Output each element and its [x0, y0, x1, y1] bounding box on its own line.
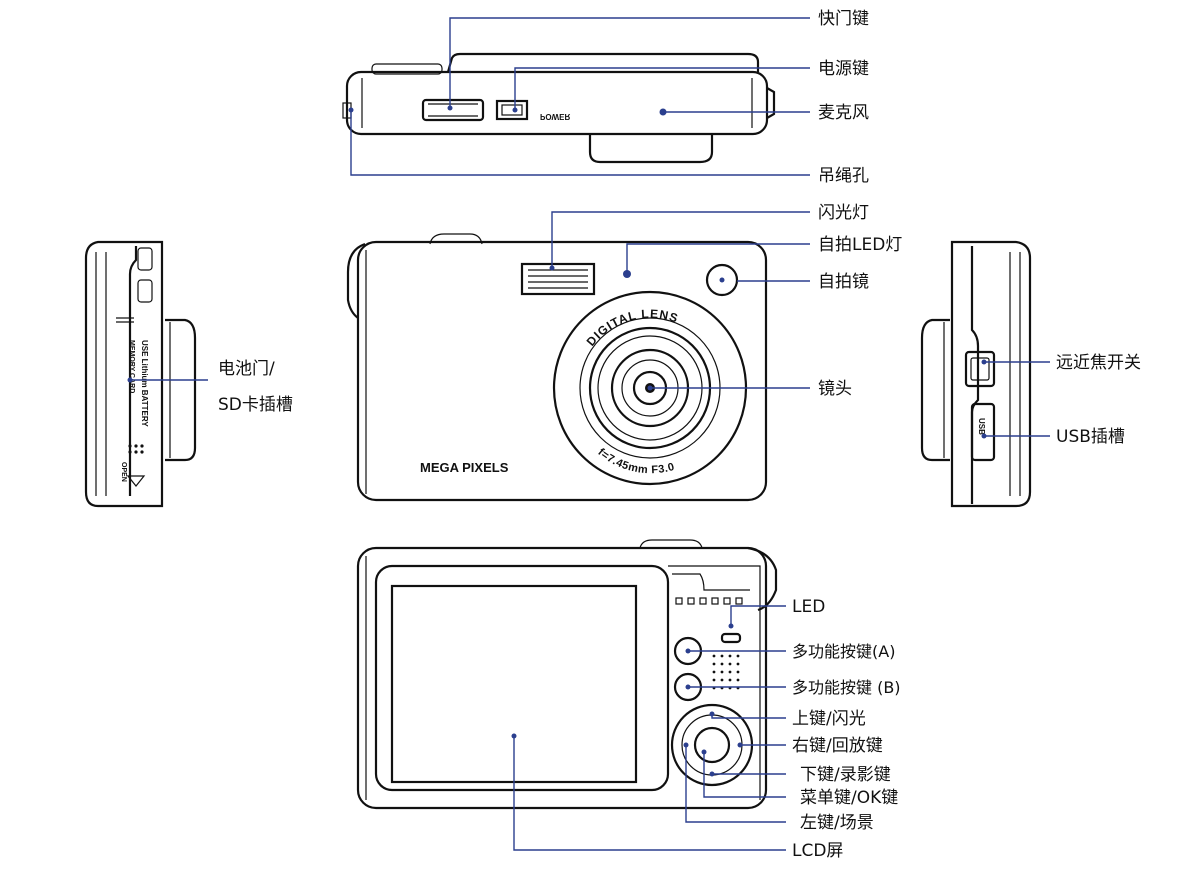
card-print: MEMORY CARD: [128, 340, 135, 393]
zoom-switch-shape: [964, 350, 996, 388]
power-print: POWER: [540, 112, 570, 121]
camera-top-view: POWER 快门键 电源键 麦克风 吊绳孔: [342, 9, 869, 186]
speaker-grille: [712, 654, 740, 690]
self-portrait-mirror: [705, 263, 739, 297]
label-strap-hole: 吊绳孔: [818, 166, 869, 186]
label-sd-slot: SD卡插槽: [218, 395, 293, 415]
label-flash: 闪光灯: [818, 203, 869, 223]
menu-ok-button: [693, 726, 731, 764]
flash-window: [520, 262, 596, 296]
label-zoom-switch: 远近焦开关: [1056, 353, 1141, 373]
usb-print: USB: [977, 418, 986, 435]
usb-slot-shape: [970, 402, 996, 462]
label-battery-door: 电池门/: [218, 359, 275, 379]
label-down-key: 下键/录影键: [800, 765, 891, 785]
label-shutter: 快门键: [818, 9, 869, 29]
label-mic: 麦克风: [818, 103, 869, 123]
label-self-timer-led: 自拍LED灯: [818, 235, 902, 255]
label-lens: 镜头: [818, 379, 852, 399]
label-usb-slot: USB插槽: [1056, 427, 1125, 447]
open-print: OPEN: [120, 462, 127, 482]
battery-print: USE Lithium BATTERY: [140, 340, 149, 427]
label-right-key: 右键/回放键: [792, 736, 883, 756]
label-multi-button-b: 多功能按键 (B): [792, 678, 901, 697]
camera-front-view: DIGITAL LENS f=7.45mm F3.0 MEGA PIXELS 闪…: [346, 203, 902, 502]
shutter-button-shape: [421, 98, 485, 122]
label-self-mirror: 自拍镜: [818, 272, 869, 292]
power-button-shape: [495, 99, 529, 121]
label-power: 电源键: [818, 59, 869, 79]
camera-right-side-view: USB 远近焦开关 USB插槽: [920, 240, 1141, 508]
label-led: LED: [792, 597, 825, 617]
camera-back-view: LED 多功能按键(A) 多功能按键 (B) 上键/闪光 右键/回放键 下键/录…: [356, 539, 901, 861]
label-menu-key: 菜单键/OK键: [800, 788, 898, 808]
label-left-key: 左键/场景: [800, 813, 874, 833]
mega-pixels-print: MEGA PIXELS: [420, 460, 509, 475]
focal-print: f=7.45mm F3.0: [596, 446, 676, 476]
label-up-key: 上键/闪光: [792, 709, 866, 729]
digital-lens-print: DIGITAL LENS: [584, 307, 681, 349]
label-lcd: LCD屏: [792, 841, 843, 861]
camera-left-side-view: USE Lithium BATTERY MEMORY CARD OPEN 电池门…: [84, 240, 293, 508]
label-multi-button-a: 多功能按键(A): [792, 642, 895, 661]
